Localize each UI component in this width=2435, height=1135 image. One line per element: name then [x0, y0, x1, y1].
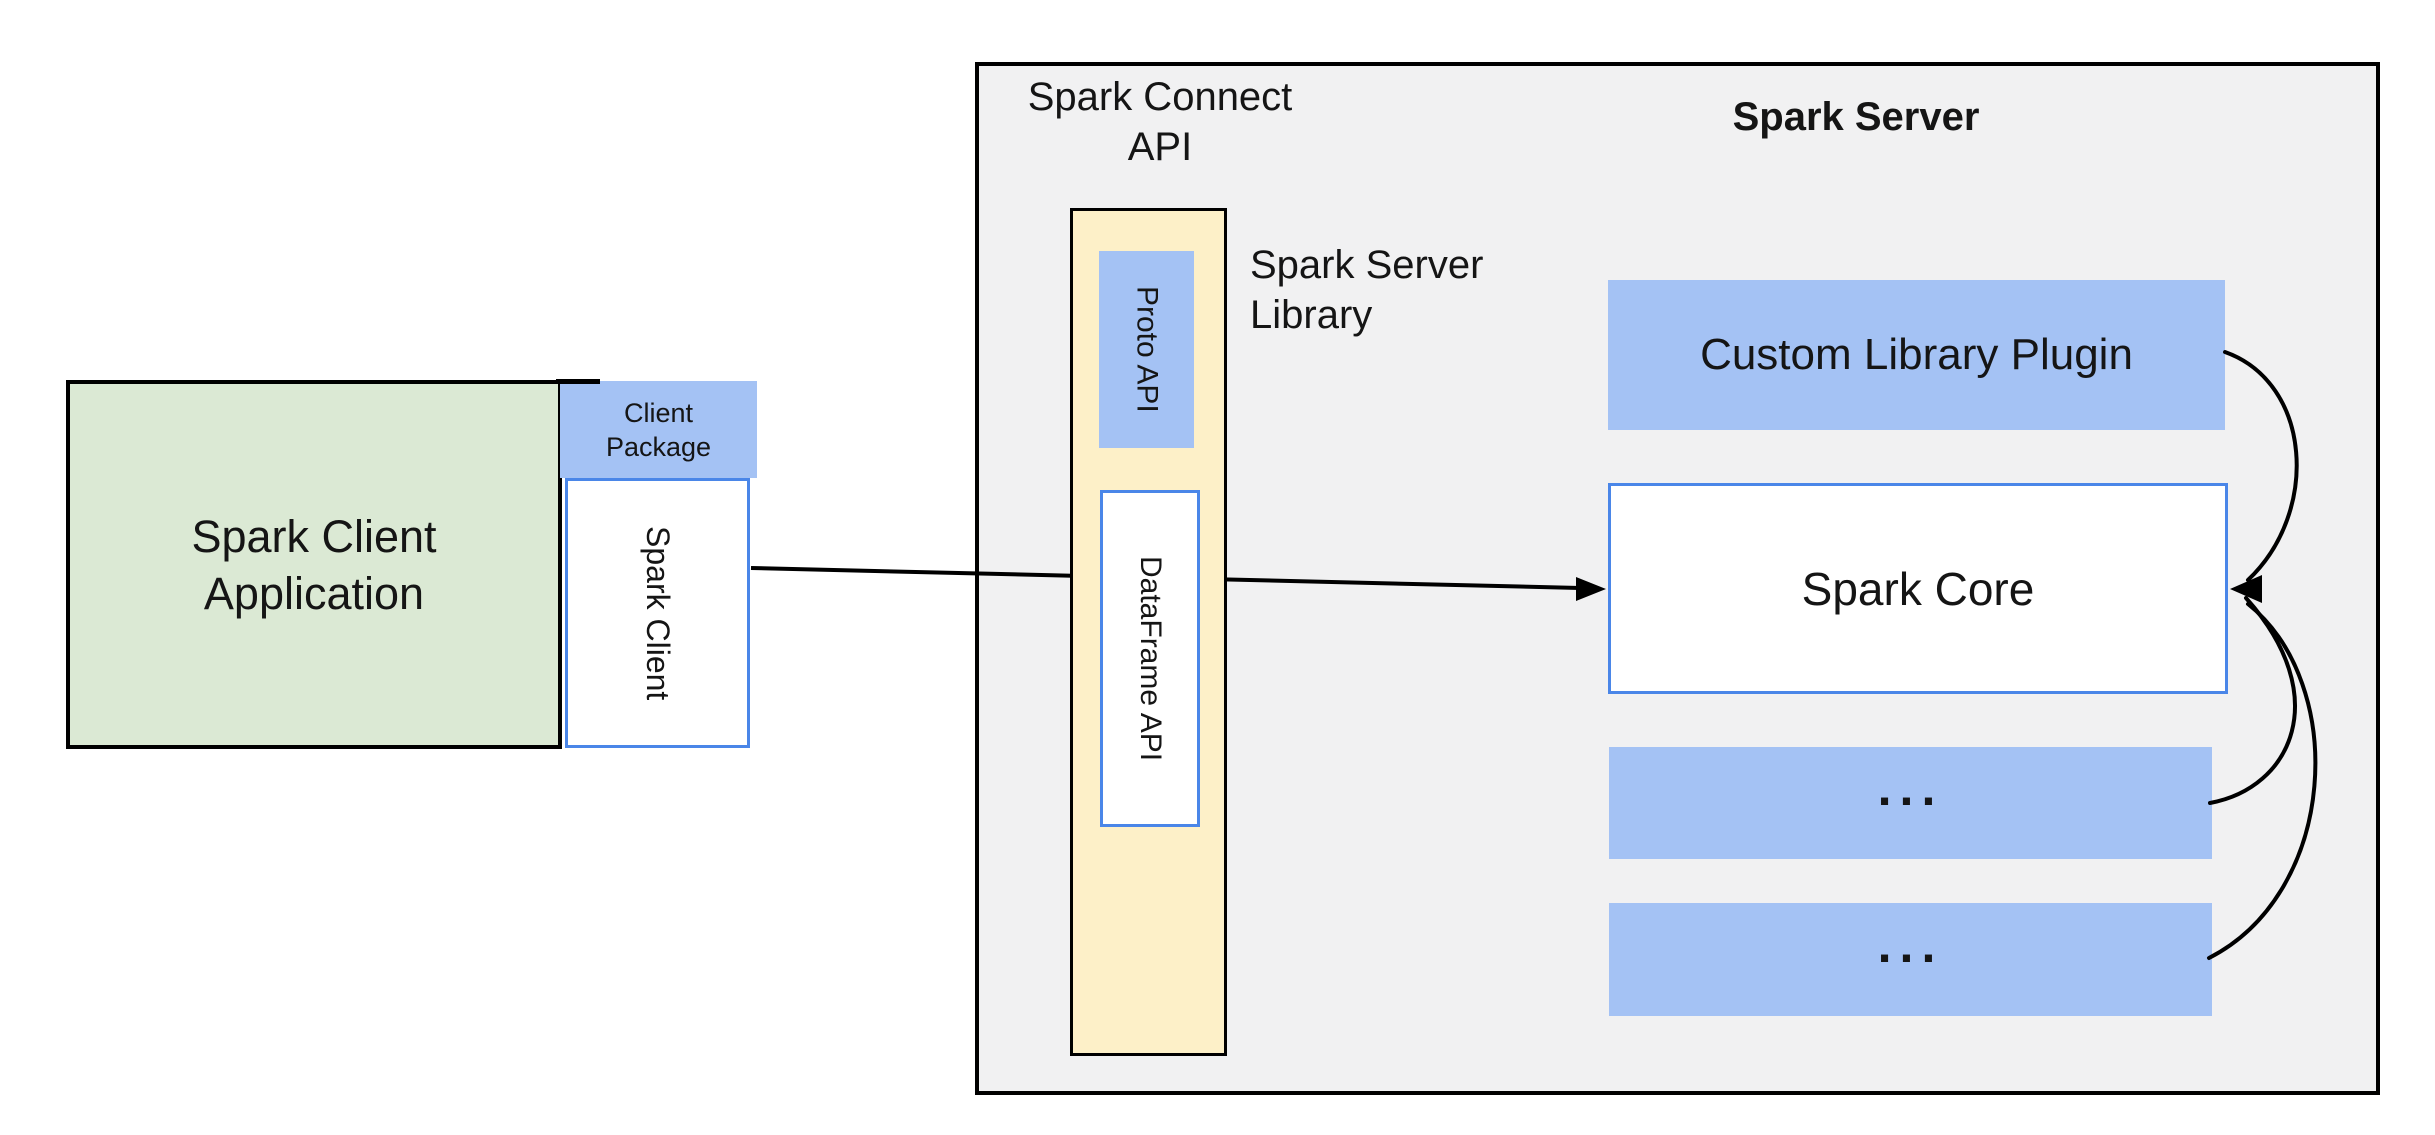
- spark-client-application-line1: Spark Client: [191, 510, 437, 562]
- client-package-line2: Package: [605, 431, 712, 462]
- more-plugins-box-2: ...: [1609, 903, 2212, 1016]
- spark-client-box: Spark Client: [565, 478, 750, 748]
- custom-library-plugin-box: Custom Library Plugin: [1608, 280, 2225, 430]
- ellipsis-label-1: ...: [1877, 760, 1944, 816]
- dataframe-api-box: DataFrame API: [1100, 490, 1200, 827]
- spark-server-library-line2: Library: [1250, 293, 1373, 337]
- border-notch: [556, 379, 600, 384]
- spark-connect-api-title: Spark Connect API: [1010, 72, 1310, 172]
- spark-client-application-label: Spark Client Application: [191, 508, 436, 622]
- spark-server-library-label: Spark Server Library: [1250, 240, 1483, 340]
- client-package-line1: Client: [623, 397, 693, 428]
- more-plugins-box-1: ...: [1609, 747, 2212, 859]
- ellipsis-label-2: ...: [1877, 916, 1944, 973]
- dataframe-api-label: DataFrame API: [1134, 555, 1167, 762]
- spark-core-box: Spark Core: [1608, 483, 2228, 694]
- spark-server-title: Spark Server: [1732, 95, 1980, 139]
- client-package-label: Client Package: [606, 396, 711, 464]
- proto-api-box: Proto API: [1099, 251, 1194, 448]
- spark-core-label: Spark Core: [1801, 562, 2035, 615]
- spark-connect-api-line1: Spark Connect: [1027, 75, 1293, 119]
- spark-client-application-line2: Application: [203, 567, 425, 619]
- spark-server-library-line1: Spark Server: [1250, 243, 1484, 287]
- spark-client-application-box: Spark Client Application: [66, 380, 562, 749]
- client-package-box: Client Package: [560, 381, 757, 478]
- spark-connect-api-line2: API: [1127, 125, 1193, 169]
- proto-api-label: Proto API: [1130, 286, 1164, 413]
- spark-client-label: Spark Client: [640, 525, 676, 701]
- custom-library-plugin-label: Custom Library Plugin: [1700, 330, 2133, 379]
